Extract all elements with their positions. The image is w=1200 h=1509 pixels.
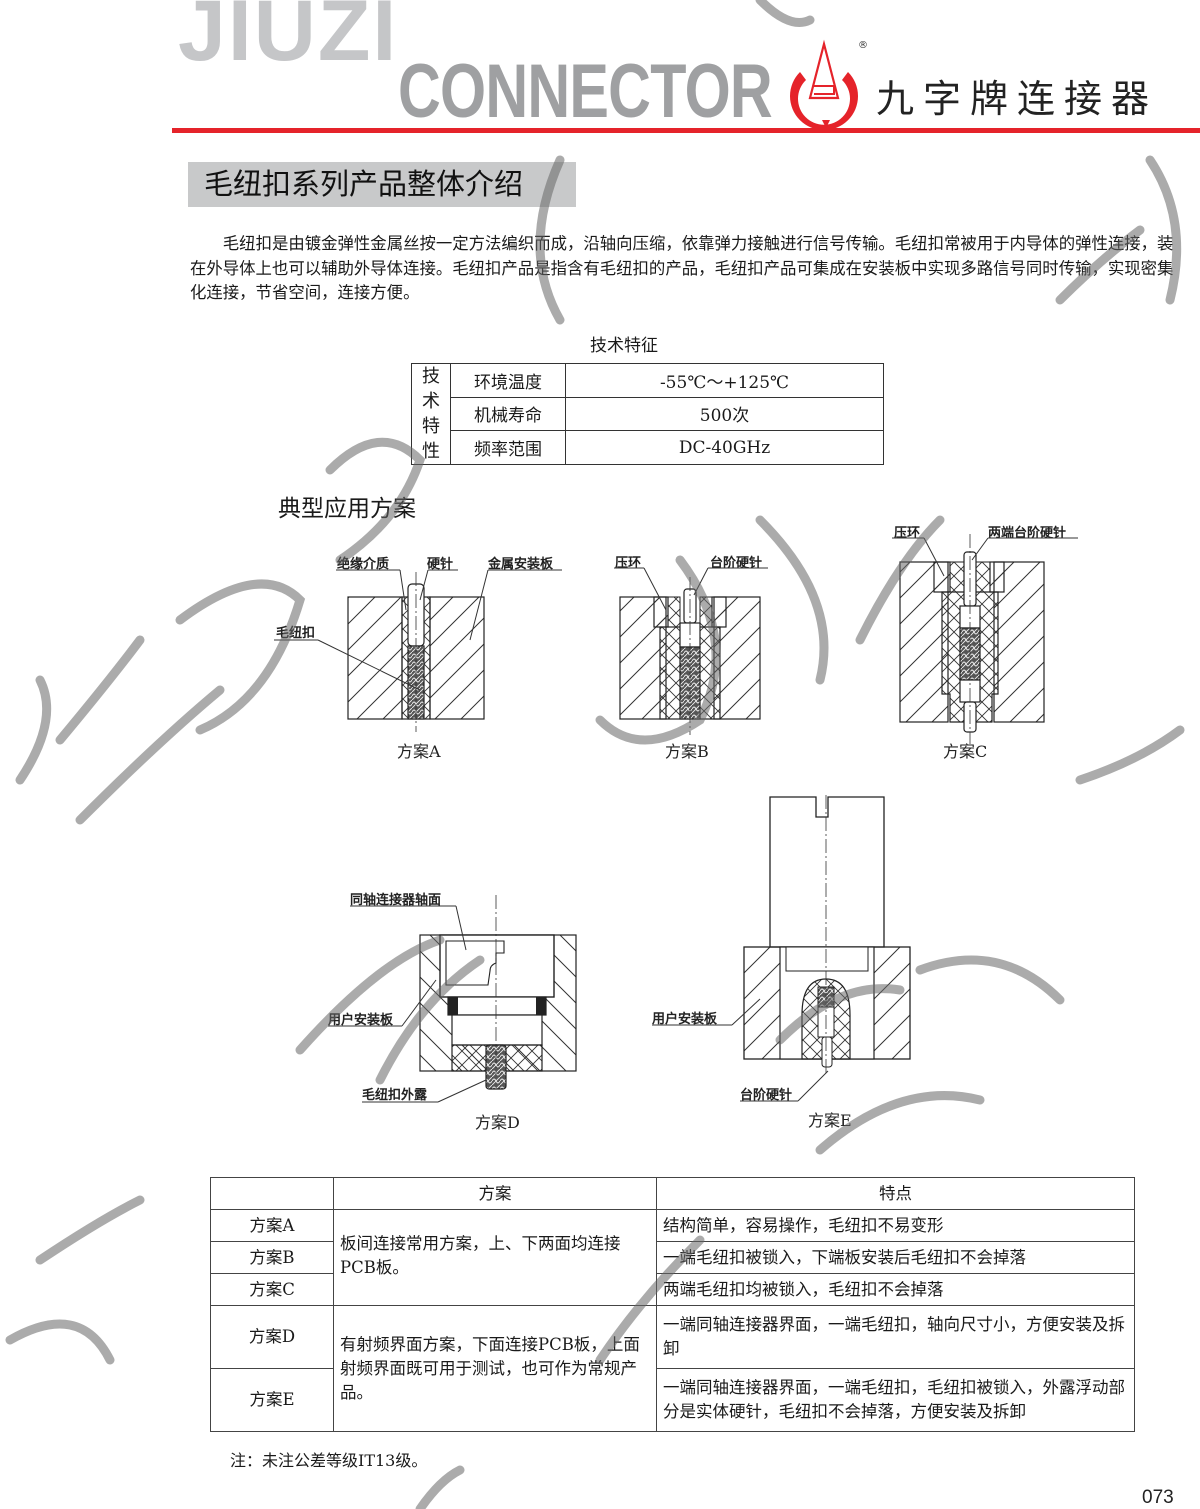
scheme-b-caption: 方案B [665, 742, 709, 761]
label-exposed-button: 毛纽扣外露 [362, 1088, 428, 1103]
scheme-feature: 一端同轴连接器界面，一端毛纽扣，毛纽扣被锁入，外露浮动部分是实体硬针，毛纽扣不会… [656, 1368, 1135, 1432]
scheme-group-desc: 板间连接常用方案，上、下两面均连接PCB板。 [333, 1209, 657, 1306]
label-step-pin: 台阶硬针 [710, 556, 763, 571]
scheme-e-caption: 方案E [808, 1111, 852, 1130]
spec-row: 频率范围 DC-40GHz [412, 430, 884, 465]
header-cell [210, 1177, 334, 1210]
brand-emblem-icon [790, 39, 858, 131]
side-char: 性 [422, 441, 440, 462]
scheme-name: 方案B [210, 1241, 334, 1274]
header-cell-feature: 特点 [656, 1177, 1135, 1210]
scheme-feature: 一端同轴连接器界面，一端毛纽扣，轴向尺寸小，方便安装及拆卸 [656, 1305, 1135, 1369]
label-pin: 硬针 [427, 557, 454, 572]
spec-value: -55℃～+125℃ [565, 363, 884, 398]
spec-label: 环境温度 [450, 363, 566, 398]
label-user-plate: 用户安装板 [652, 1012, 718, 1027]
scheme-e-leaders [652, 998, 829, 1102]
scheme-a-leaders [274, 569, 562, 691]
section-title: 毛纽扣系列产品整体介绍 [188, 162, 576, 207]
scheme-name: 方案D [210, 1305, 334, 1369]
scheme-feature: 结构简单，容易操作，毛纽扣不易变形 [656, 1209, 1135, 1242]
page-number: 073 [1142, 1487, 1174, 1508]
label-double-step-pin: 两端台阶硬针 [988, 526, 1067, 541]
table-row: 方案E 一端同轴连接器界面，一端毛纽扣，毛纽扣被锁入，外露浮动部分是实体硬针，毛… [210, 1368, 1135, 1432]
scheme-group-desc: 有射频界面方案，下面连接PCB板，上面射频界面既可用于测试，也可作为常规产品。 [333, 1305, 657, 1432]
scheme-name: 方案A [210, 1209, 334, 1242]
scheme-feature: 两端毛纽扣均被锁入，毛纽扣不会掉落 [656, 1273, 1135, 1306]
spec-label: 机械寿命 [450, 396, 566, 432]
table-row: 方案C 两端毛纽扣均被锁入，毛纽扣不会掉落 [210, 1273, 1135, 1306]
scheme-name: 方案C [210, 1273, 334, 1306]
scheme-a-drawing [347, 572, 485, 732]
tolerance-note: 注：未注公差等级IT13级。 [230, 1451, 428, 1470]
scheme-c-caption: 方案C [943, 742, 988, 761]
table-row: 方案B 一端毛纽扣被锁入，下端板安装后毛纽扣不会掉落 [210, 1241, 1135, 1274]
spec-row: 机械寿命 500次 [412, 396, 884, 432]
spec-value: DC-40GHz [565, 430, 884, 465]
side-char: 术 [422, 391, 440, 412]
side-char: 技 [422, 366, 440, 387]
spec-value: 500次 [565, 396, 884, 432]
applications-title: 典型应用方案 [278, 496, 416, 522]
scheme-d-caption: 方案D [475, 1113, 520, 1132]
table-header-row: 方案 特点 [210, 1177, 1135, 1210]
label-step-pin: 台阶硬针 [740, 1088, 793, 1103]
label-metal-plate: 金属安装板 [488, 557, 554, 572]
brand-logo-connector: CONNECTOR [398, 49, 773, 134]
intro-paragraph: 毛纽扣是由镀金弹性金属丝按一定方法编织而成，沿轴向压缩，依靠弹力接触进行信号传输… [190, 234, 1174, 302]
comparison-table: 方案 特点 方案A 板间连接常用方案，上、下两面均连接PCB板。 结构简单，容易… [210, 1177, 1135, 1432]
scheme-c-leaders [892, 537, 1078, 577]
spec-label: 频率范围 [450, 430, 566, 465]
scheme-d-leaders [328, 905, 487, 1103]
spec-row: 技 术 特 性 环境温度 -55℃～+125℃ [411, 363, 884, 465]
table-row: 方案A 板间连接常用方案，上、下两面均连接PCB板。 结构简单，容易操作，毛纽扣… [210, 1209, 1135, 1306]
header-divider [172, 128, 1200, 133]
scheme-a-caption: 方案A [397, 742, 441, 761]
spec-table-title: 技术特征 [590, 336, 658, 356]
spec-side-label: 技 术 特 性 [411, 363, 451, 465]
table-row: 方案D 有射频界面方案，下面连接PCB板，上面射频界面既可用于测试，也可作为常规… [210, 1305, 1135, 1432]
side-char: 特 [422, 416, 440, 437]
spec-table: 技 术 特 性 环境温度 -55℃～+125℃ 机械寿命 500次 频率范围 D… [411, 363, 884, 465]
label-coax-interface: 同轴连接器轴面 [350, 893, 442, 908]
scheme-feature: 一端毛纽扣被锁入，下端板安装后毛纽扣不会掉落 [656, 1241, 1135, 1274]
registered-mark: ® [858, 40, 868, 51]
brand-logo-jiuzi: JIUZI [178, 0, 399, 79]
scheme-b-leaders [614, 567, 768, 611]
scheme-name: 方案E [210, 1368, 334, 1432]
header-cell-scheme: 方案 [333, 1177, 657, 1210]
brand-name-cn: 九字牌连接器 [876, 77, 1159, 121]
